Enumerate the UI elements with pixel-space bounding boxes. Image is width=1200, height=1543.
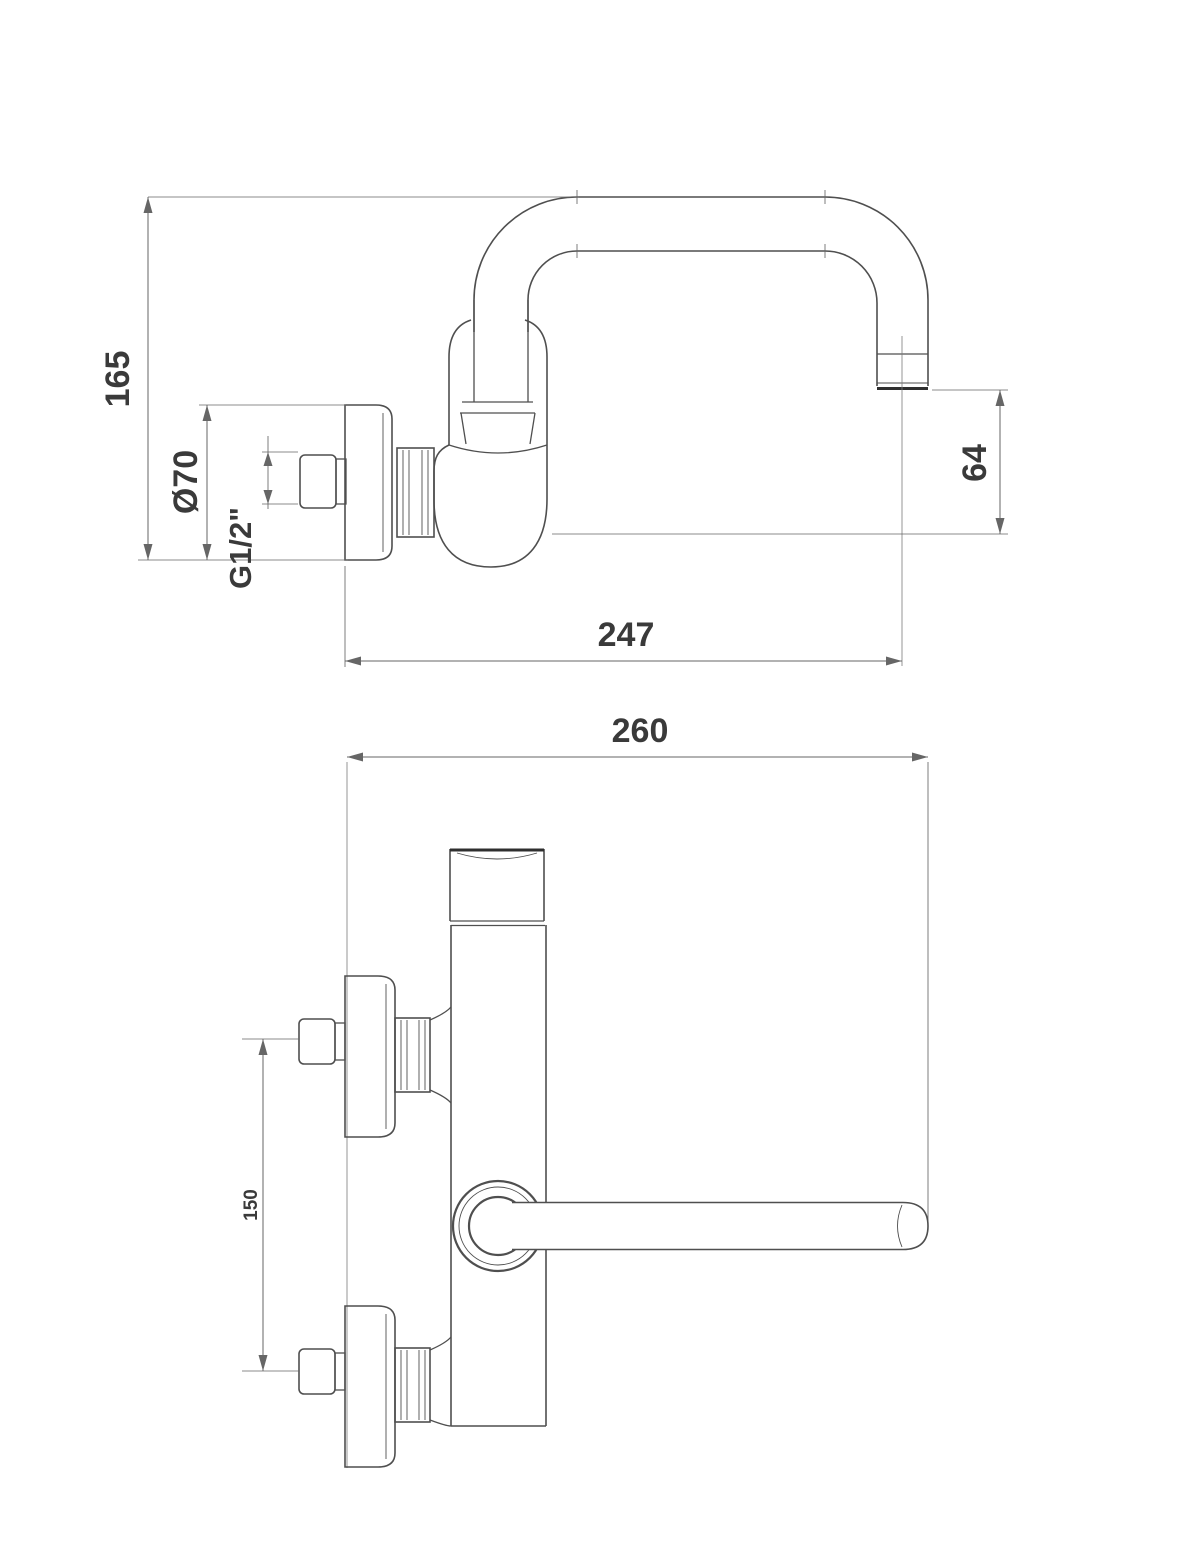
side-view: 165 Ø70 G1/2" 64 (99, 190, 1008, 667)
dim-spout-reach: 247 (344, 566, 902, 667)
dim-spout-outlet-height: 64 (552, 389, 1008, 535)
dim-inlet-spacing: 150 (241, 1038, 299, 1372)
dim-165-label: 165 (99, 351, 137, 408)
dim-overall-height: 165 (99, 196, 579, 561)
spout-outline (473, 190, 929, 390)
spout-socket (449, 848, 545, 927)
dim-g12-label: G1/2" (223, 507, 258, 589)
valve-body (433, 444, 548, 568)
front-view: 260 (241, 712, 929, 1468)
upper-inlet-nipple (298, 1018, 346, 1065)
upper-connection-nut (394, 1006, 452, 1104)
upper-wall-flange (344, 975, 396, 1138)
lower-wall-flange (344, 1305, 396, 1468)
lever-end-cap (902, 1201, 929, 1251)
dim-inlet-thread: G1/2" (223, 436, 298, 589)
dim-70-label: Ø70 (167, 450, 205, 514)
lower-inlet-nipple (298, 1348, 346, 1395)
wall-flange (344, 404, 393, 561)
holder-nut (460, 412, 536, 445)
connection-nut (396, 447, 435, 538)
dim-260-label: 260 (612, 712, 669, 750)
dim-overall-width: 260 (347, 712, 928, 762)
spout-holder (448, 300, 548, 445)
dim-247-label: 247 (598, 616, 655, 654)
dim-flange-diameter: Ø70 (167, 404, 346, 560)
tangent-ticks (576, 190, 826, 258)
dim-64-label: 64 (956, 444, 994, 482)
lever-handle (500, 1201, 929, 1251)
inlet-nipple (299, 454, 347, 509)
lower-connection-nut (394, 1336, 452, 1427)
faucet-column (450, 925, 547, 1427)
dim-150-label: 150 (241, 1189, 262, 1221)
